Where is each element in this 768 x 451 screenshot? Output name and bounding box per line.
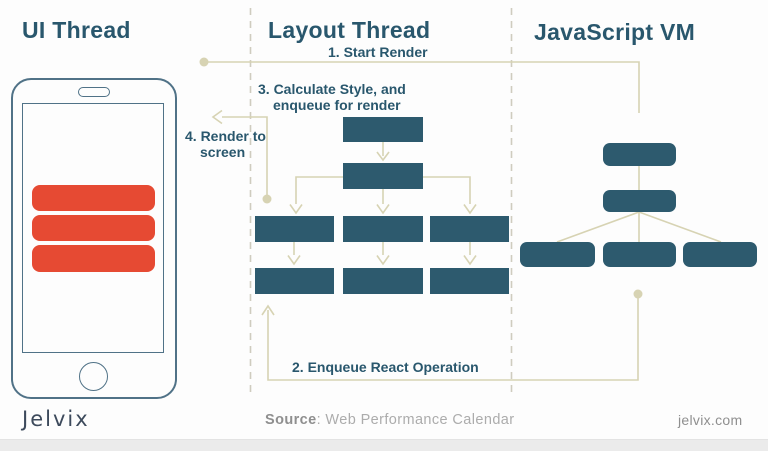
jelvix-logo: Jelvix bbox=[22, 407, 90, 431]
layout-tree-arrowhead-left bbox=[289, 204, 303, 215]
enqueue-origin-dot bbox=[633, 289, 643, 299]
jsvm-tree-box-level3-right bbox=[683, 242, 757, 267]
step2-label: 2. Enqueue React Operation bbox=[292, 359, 479, 375]
website-url: jelvix.com bbox=[678, 412, 743, 428]
screen-content-bar bbox=[32, 185, 155, 211]
phone-screen bbox=[22, 103, 164, 353]
render-to-screen-origin-dot bbox=[262, 194, 272, 204]
layout-tree-box-level3-right bbox=[430, 216, 509, 242]
phone-speaker bbox=[78, 87, 110, 97]
start-render-origin-dot bbox=[199, 57, 209, 67]
lane-title-javascript-vm: JavaScript VM bbox=[534, 19, 696, 45]
layout-tree-box-level1 bbox=[343, 117, 423, 142]
lane-title-layout-thread: Layout Thread bbox=[268, 17, 431, 43]
render-to-screen-arrowhead bbox=[211, 109, 223, 125]
layout-tree-arrowhead-right bbox=[463, 204, 477, 215]
step4-label: 4. Render to screen bbox=[185, 128, 266, 160]
layout-tree-branch-right bbox=[423, 176, 471, 204]
phone-outline bbox=[11, 78, 177, 399]
phone-home-button bbox=[79, 362, 108, 391]
layout-tree-box-level4-left bbox=[255, 268, 334, 294]
source-attribution: Source: Web Performance Calendar bbox=[265, 412, 514, 428]
source-label: Source bbox=[265, 412, 317, 428]
step1-label: 1. Start Render bbox=[328, 44, 428, 60]
layout-tree-box-level3-mid bbox=[343, 216, 423, 242]
layout-tree-arrowhead-mid bbox=[376, 204, 390, 215]
jsvm-tree-box-level2 bbox=[603, 190, 676, 212]
jsvm-tree-branches bbox=[556, 211, 722, 243]
layout-tree-arrowhead-r3-right bbox=[463, 255, 477, 266]
layout-tree-arrowhead-l1 bbox=[376, 151, 390, 162]
jsvm-tree-box-level1 bbox=[603, 143, 676, 166]
footer-strip bbox=[0, 439, 768, 451]
screen-content-bar bbox=[32, 245, 155, 272]
source-text: : Web Performance Calendar bbox=[316, 412, 515, 428]
jsvm-tree-box-level3-left bbox=[520, 242, 595, 267]
step3-label: 3. Calculate Style, and enqueue for rend… bbox=[258, 81, 406, 113]
step4-line2: screen bbox=[200, 144, 246, 160]
lane-title-ui-thread: UI Thread bbox=[22, 17, 131, 43]
layout-tree-box-level3-left bbox=[255, 216, 334, 242]
jsvm-tree-box-level3-mid bbox=[603, 242, 676, 267]
layout-tree-box-level4-mid bbox=[343, 268, 423, 294]
step4-line1: 4. Render to bbox=[185, 128, 266, 144]
layout-tree-arrowhead-r3-mid bbox=[376, 255, 390, 266]
enqueue-arrowhead bbox=[261, 304, 275, 316]
screen-content-bar bbox=[32, 215, 155, 241]
layout-tree-box-level4-right bbox=[430, 268, 509, 294]
layout-tree-box-level2 bbox=[343, 163, 423, 189]
layout-tree-branch-left bbox=[295, 176, 343, 204]
step3-line2: enqueue for render bbox=[273, 97, 401, 113]
step3-line1: 3. Calculate Style, and bbox=[258, 81, 406, 97]
layout-tree-arrowhead-r3-left bbox=[287, 255, 301, 266]
